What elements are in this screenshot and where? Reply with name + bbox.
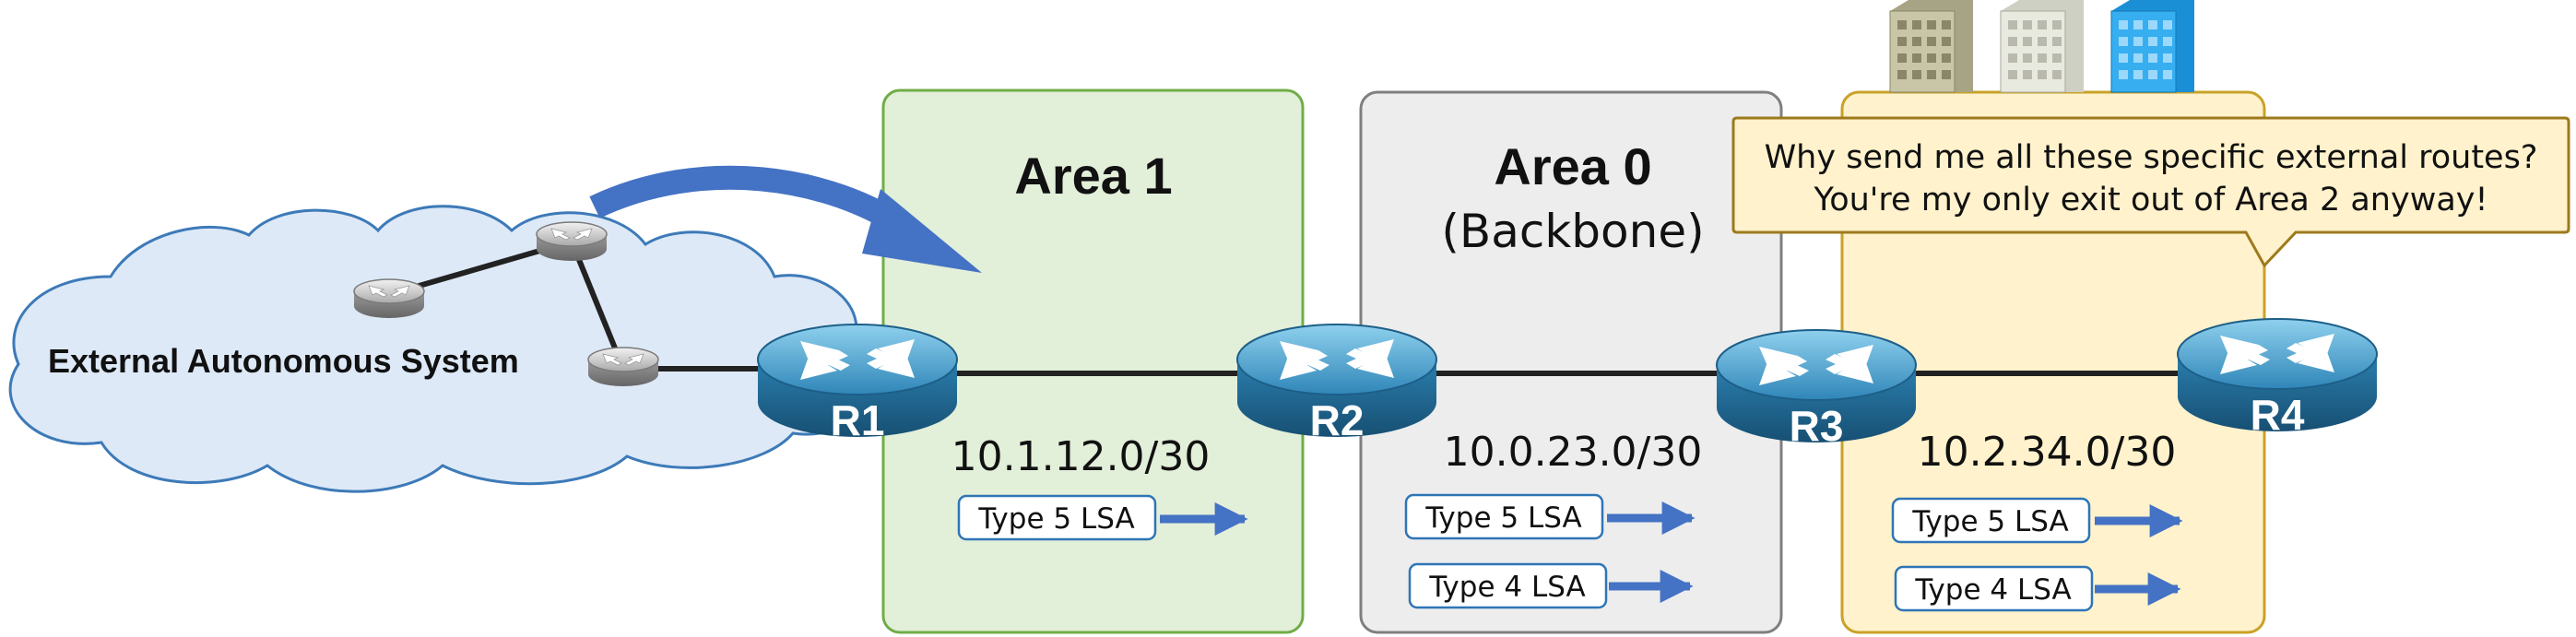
redistribution-arrow-head (862, 189, 982, 273)
router-label-r4: R4 (2251, 391, 2305, 439)
subnet-label-r1-r2: 10.1.12.0/30 (951, 433, 1211, 480)
lsa-label-area1-type5: Type 5 LSA (977, 502, 1134, 536)
area-0-title: Area 0 (1494, 137, 1651, 195)
external-as-label: External Autonomous System (48, 342, 519, 380)
lsa-box (1894, 565, 2094, 612)
building-icon (2000, 0, 2084, 93)
lsa-box (957, 494, 1157, 541)
lsa-label-area2-type4: Type 4 LSA (1914, 573, 2071, 607)
callout-line-1: Why send me all these specific external … (1765, 139, 2538, 176)
lsa-label-area0-type4: Type 4 LSA (1428, 571, 1585, 604)
lsa-box (1404, 493, 1604, 540)
lsa-label-area2-type5: Type 5 LSA (1911, 505, 2068, 538)
building-icon (1889, 0, 1973, 93)
small-router-icon (353, 278, 425, 319)
area-1-title: Area 1 (1014, 147, 1172, 205)
subnet-label-r3-r4: 10.2.34.0/30 (1918, 429, 2177, 476)
small-router-icon (536, 221, 608, 262)
small-router-icon (587, 347, 659, 387)
router-label-r1: R1 (831, 396, 885, 444)
callout-bubble (1731, 116, 2570, 268)
router-label-r2: R2 (1310, 396, 1365, 444)
lsa-box (1891, 497, 2091, 544)
lsa-box (1408, 562, 1608, 609)
redistribution-arrow-icon (589, 165, 916, 241)
building-icon (2110, 0, 2194, 93)
callout-line-2: You're my only exit out of Area 2 anyway… (1813, 182, 2487, 218)
lsa-label-area0-type5: Type 5 LSA (1424, 501, 1581, 535)
subnet-label-r2-r3: 10.0.23.0/30 (1444, 429, 1703, 476)
area-0-subtitle: (Backbone) (1441, 205, 1704, 258)
router-label-r3: R3 (1790, 402, 1844, 450)
